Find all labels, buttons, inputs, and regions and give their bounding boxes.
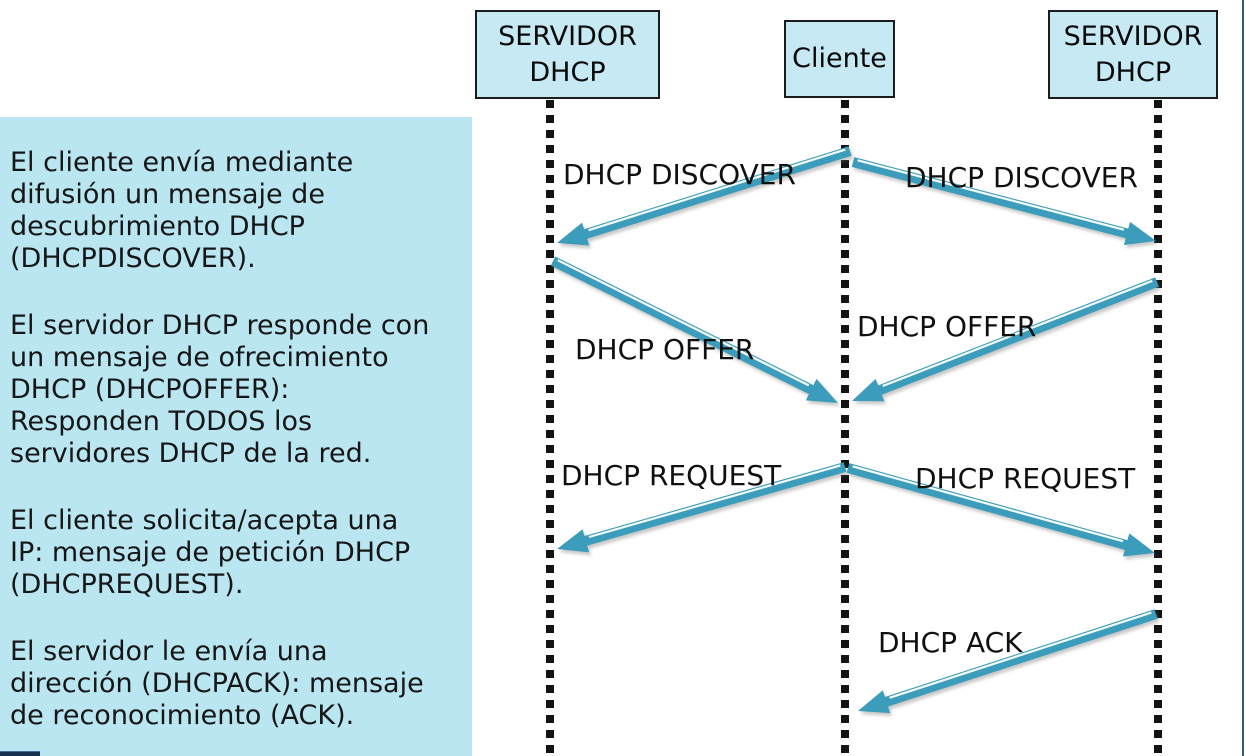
panel-paragraph-ack: El servidor le envía una dirección (DHCP… — [10, 636, 424, 731]
explanation-panel: El cliente envía mediante difusión un me… — [0, 117, 472, 756]
message-arrow-discover-right — [851, 157, 1156, 246]
message-label-ack: DHCP ACK — [878, 626, 1023, 659]
actor-label: Cliente — [792, 43, 887, 75]
message-label-request-left: DHCP REQUEST — [561, 459, 782, 492]
footer-accent-shape — [0, 751, 40, 756]
actor-box-client: Cliente — [784, 20, 895, 98]
actor-box-server-right: SERVIDOR DHCP — [1048, 10, 1218, 99]
panel-paragraph-request: El cliente solicita/acepta una IP: mensa… — [10, 505, 411, 600]
message-label-request-right: DHCP REQUEST — [915, 462, 1136, 495]
message-arrow-discover-left — [557, 146, 852, 246]
message-arrow-offer-right — [852, 277, 1159, 402]
panel-paragraph-offer: El servidor DHCP responde con un mensaje… — [10, 310, 430, 469]
message-arrow-request-left — [557, 462, 847, 553]
actor-label: SERVIDOR DHCP — [1063, 21, 1203, 88]
lifeline-server-right — [1154, 100, 1162, 756]
message-arrow-offer-left — [550, 256, 838, 403]
panel-paragraph-discover: El cliente envía mediante difusión un me… — [10, 147, 354, 274]
lifeline-server-left — [546, 100, 554, 756]
message-label-offer-right: DHCP OFFER — [857, 310, 1037, 343]
message-arrow-request-right — [846, 463, 1155, 557]
message-label-discover-right: DHCP DISCOVER — [905, 161, 1138, 194]
message-arrow-ack — [858, 609, 1158, 714]
actor-label: SERVIDOR DHCP — [498, 21, 637, 88]
actor-box-server-left: SERVIDOR DHCP — [475, 10, 660, 99]
lifeline-client — [841, 100, 849, 756]
message-label-offer-left: DHCP OFFER — [575, 333, 755, 366]
slide-frame-line — [1242, 0, 1244, 756]
message-label-discover-left: DHCP DISCOVER — [563, 158, 796, 191]
